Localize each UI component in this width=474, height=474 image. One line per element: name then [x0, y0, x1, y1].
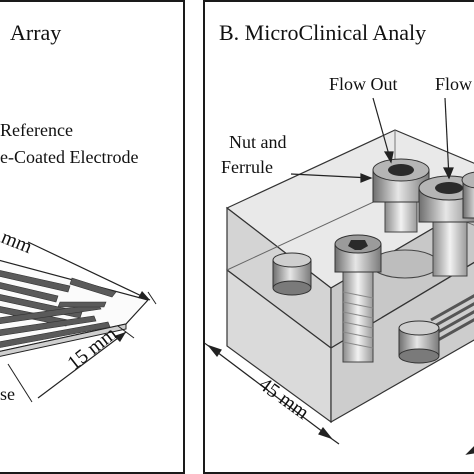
dimension-line-bottom [37, 331, 127, 399]
screw-left [334, 234, 382, 363]
alignment-pins [272, 252, 440, 364]
nut-flow-out [372, 158, 430, 233]
panel-a-electrode-array: Array Reference e-Coated Electrode mm 15… [0, 0, 185, 474]
electrode-array-drawing [0, 241, 157, 403]
label-reference: Reference [0, 120, 73, 140]
panel-b-microclinical-analyzer: B. MicroClinical Analy Flow Out Flow Nut… [203, 0, 474, 474]
electrode-stripes [430, 294, 474, 346]
label-flow-out: Flow Out [329, 74, 398, 94]
dimension-line-45mm [205, 342, 474, 455]
leader-lines [290, 97, 454, 183]
label-base: se [0, 384, 15, 404]
label-flow-in: Flow [435, 74, 473, 94]
panel-b-title: B. MicroClinical Analy [219, 20, 427, 45]
electrode-traces [0, 270, 117, 348]
dimension-line-top [27, 241, 151, 301]
panel-a-title: Array [10, 20, 62, 45]
label-ferrule: Ferrule [221, 157, 273, 177]
label-coated-electrode: e-Coated Electrode [0, 147, 139, 167]
analyzer-block-drawing [205, 97, 474, 455]
label-nut-and: Nut and [229, 132, 287, 152]
nut-partial-right [461, 171, 474, 219]
